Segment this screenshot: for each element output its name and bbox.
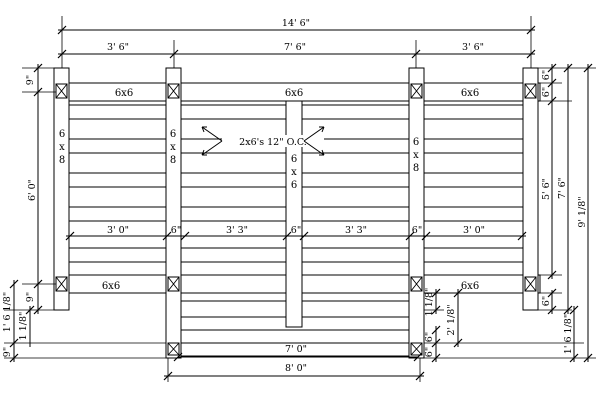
leader-arrow [303, 126, 325, 142]
lower-right-dimensions: 1 1/8" 2' 1/8" 6" 6" [424, 288, 463, 363]
leader-arrow [303, 140, 325, 156]
right-dim: 5' 6" [541, 178, 552, 200]
bottom-dimensions: 7' 0" 8' 0" [163, 344, 425, 382]
inner-left-post [165, 67, 182, 359]
left-dim: 6' 0" [27, 179, 38, 201]
right-dim: 7' 6" [557, 177, 568, 199]
span-dim: 3' 6" [462, 42, 484, 53]
inner-span-dim: 3' 0" [463, 225, 485, 236]
leader-arrow [201, 126, 223, 142]
left-dim: 9" [25, 292, 36, 302]
right-dimensions: 6" 6" 5' 6" 7' 6" 9' 1/8" 6" 1' 6 1/8" [424, 63, 596, 363]
lower-dim: 2' 1/8" [446, 304, 457, 335]
right-dim: 6" [541, 296, 552, 306]
inner-span-dim: 3' 3" [226, 225, 248, 236]
vertical-label-char: x [170, 142, 176, 153]
left-dim: 1' 6 1/8" [2, 292, 13, 332]
vertical-label-char: 6 [170, 129, 176, 140]
left-dim: 1 1/8" [18, 312, 29, 341]
vertical-label-char: 6 [291, 154, 297, 165]
joist [67, 247, 539, 263]
left-post [53, 67, 70, 311]
vertical-label-char: 8 [413, 163, 419, 174]
member-labels: 6x6 6x6 6x6 6x6 6x6 6 x 8 6 x 8 6 x 6 6 … [59, 88, 479, 292]
vertical-label-char: 6 [413, 137, 419, 148]
overall-width-dim: 14' 6" [282, 18, 310, 29]
beam-label: 6x6 [461, 281, 479, 292]
vertical-label-char: x [59, 142, 65, 153]
inner-span-dim: 3' 0" [107, 225, 129, 236]
inner-span-dim: 6" [412, 225, 422, 236]
lower-dim: 1 1/8" [424, 288, 435, 317]
lower-dim: 6" [424, 347, 435, 357]
lower-overall-dim: 8' 0" [285, 363, 307, 374]
inner-span-dim: 6" [291, 225, 301, 236]
inner-span-dim: 6" [171, 225, 181, 236]
left-dimensions: 9" 6' 0" 9" 1' 6 1/8" 1 1/8" 9" [2, 63, 166, 363]
span-dim: 7' 6" [284, 42, 306, 53]
joist [67, 104, 539, 120]
vertical-label-char: x [413, 150, 419, 161]
joist [67, 172, 539, 188]
joist-note: 2x6's 12" O.C. [201, 126, 325, 156]
inner-right-post [408, 67, 425, 359]
vertical-label-char: 8 [59, 155, 65, 166]
beam-label: 6x6 [115, 88, 133, 99]
vertical-label-char: 8 [170, 155, 176, 166]
beam-label: 6x6 [285, 88, 303, 99]
right-post [522, 67, 539, 311]
lower-dim: 6" [424, 332, 435, 342]
center-post [285, 100, 303, 328]
inner-dimensions: 3' 0" 6" 3' 3" 6" 3' 3" 6" 3' 0" [65, 224, 527, 241]
leader-arrow [201, 140, 223, 156]
right-dim: 6" [541, 70, 552, 80]
vertical-label-char: 6 [291, 180, 297, 191]
right-dim: 9' 1/8" [577, 196, 588, 227]
left-dim: 9" [2, 347, 13, 357]
joist-spacing-note: 2x6's 12" O.C. [239, 137, 307, 148]
span-dim: 3' 6" [107, 42, 129, 53]
right-dim: 1' 6 1/8" [563, 314, 574, 354]
inner-span-dim: 3' 3" [345, 225, 367, 236]
joist [67, 206, 539, 222]
vertical-label-char: 6 [59, 129, 65, 140]
right-dim: 6" [541, 87, 552, 97]
vertical-label-char: x [291, 167, 297, 178]
lower-span-dim: 7' 0" [285, 344, 307, 355]
beam-label: 6x6 [461, 88, 479, 99]
top-dimensions: 14' 6" 3' 6" 7' 6" 3' 6" [57, 16, 536, 68]
beam-label: 6x6 [102, 281, 120, 292]
left-dim: 9" [25, 75, 36, 85]
